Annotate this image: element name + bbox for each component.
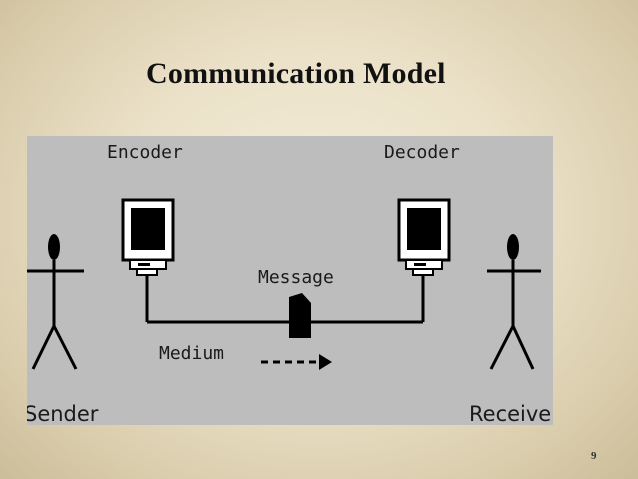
slide-title: Communication Model	[146, 57, 446, 90]
page-number: 9	[591, 450, 597, 462]
sender-stick-figure-icon	[27, 234, 84, 370]
communication-diagram: Encoder Decoder	[27, 136, 553, 425]
diagram-canvas: Encoder Decoder	[27, 142, 553, 425]
receiver-label: Receiver	[469, 402, 553, 425]
sender-label: Sender	[27, 402, 99, 425]
message-document-icon	[289, 293, 311, 338]
arrow-right-icon	[261, 354, 332, 370]
decoder-monitor-icon	[397, 198, 451, 276]
encoder-monitor-icon	[121, 198, 175, 276]
medium-label: Medium	[159, 343, 224, 364]
encoder-label: Encoder	[107, 142, 183, 163]
decoder-label: Decoder	[384, 142, 460, 163]
receiver-stick-figure-icon	[487, 234, 541, 370]
medium-connection-line	[145, 275, 425, 324]
message-label: Message	[258, 267, 334, 288]
